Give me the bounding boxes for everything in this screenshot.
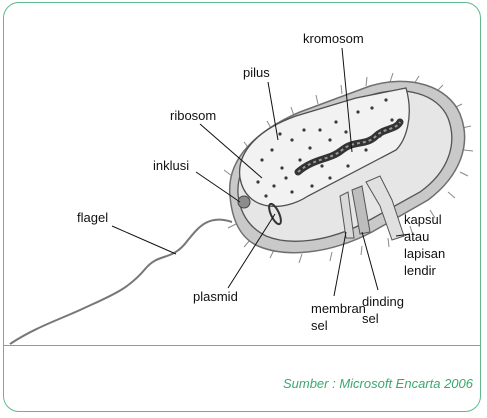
leader-flagel <box>112 226 176 254</box>
label-kapsul-line2: atau <box>404 229 429 244</box>
label-membran-line1: membran <box>311 301 366 316</box>
label-ribosom: ribosom <box>170 108 216 123</box>
label-kapsul-line4: lendir <box>404 263 436 278</box>
label-kapsul-line1: kapsul <box>404 212 442 227</box>
label-membran-line2: sel <box>311 318 328 333</box>
label-inklusi: inklusi <box>153 158 189 173</box>
label-dinding-line1: dinding <box>362 294 404 309</box>
flagellum <box>10 220 232 344</box>
label-kromosom: kromosom <box>303 31 364 46</box>
leader-dinding <box>362 232 378 290</box>
source-caption: Sumber : Microsoft Encarta 2006 <box>244 376 473 391</box>
label-plasmid: plasmid <box>193 289 238 304</box>
label-kapsul-line3: lapisan <box>404 246 445 261</box>
label-pilus: pilus <box>243 65 270 80</box>
label-flagel: flagel <box>77 210 108 225</box>
label-dinding-line2: sel <box>362 311 379 326</box>
